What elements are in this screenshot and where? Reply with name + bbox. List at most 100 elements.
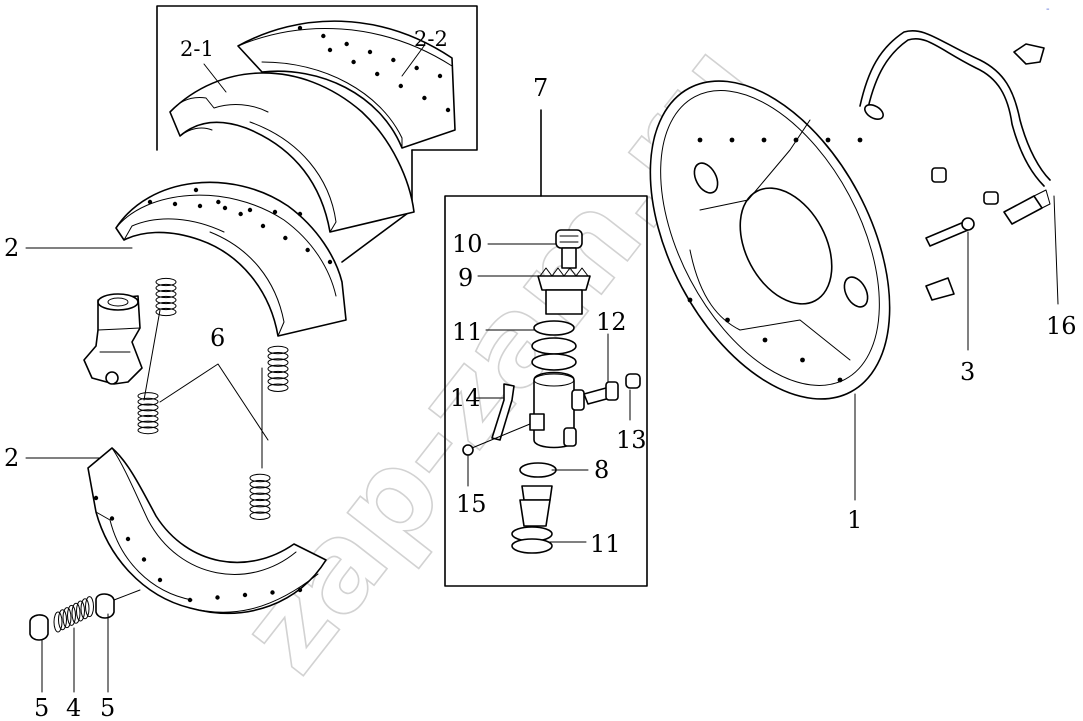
rivet-hole: [344, 41, 349, 47]
cap-13: [625, 373, 641, 389]
rivet-hole: [157, 577, 163, 583]
adjuster-coil-turn: [62, 607, 72, 629]
nut-upper: [931, 167, 947, 183]
rivet-hole: [147, 199, 153, 205]
rivet-hole: [272, 209, 278, 215]
spring-coil: [249, 473, 271, 483]
label-11-lower: 11: [590, 530, 621, 558]
adjuster-cap-right: [95, 593, 115, 619]
inset-box-frame: [156, 5, 478, 151]
adjuster-coil-turn: [58, 609, 67, 631]
corner-mark: -: [1046, 4, 1050, 15]
return-spring-lower-right: [249, 473, 271, 520]
adjuster-coil-turn: [76, 600, 85, 622]
spring-coil: [249, 505, 271, 514]
lever-14: [491, 383, 515, 441]
stud-lower: [925, 277, 955, 301]
mounting-hole: [825, 137, 831, 143]
cylinder-body: [529, 371, 585, 449]
rivet-hole: [297, 587, 303, 593]
spring-coil: [267, 345, 289, 355]
rivet-hole: [297, 25, 303, 31]
adjuster-coil-turn: [80, 598, 90, 620]
spring-coil: [249, 486, 271, 495]
spring-coil: [137, 403, 159, 412]
backing-plate: [649, 80, 891, 400]
rivet-hole: [422, 95, 427, 101]
rivet-hole: [445, 107, 451, 113]
rivet-hole: [305, 247, 310, 253]
label-10: 10: [452, 230, 483, 258]
label-1: 1: [847, 506, 862, 534]
spring-coil: [155, 301, 177, 311]
rivet-hole: [193, 187, 199, 193]
rivet-hole: [391, 57, 396, 63]
mounting-hole: [725, 317, 730, 323]
mounting-hole: [729, 137, 735, 143]
clip-top-right: [1013, 43, 1045, 65]
rivet-hole: [238, 211, 243, 217]
label-16: 16: [1046, 312, 1077, 340]
label-6: 6: [210, 324, 225, 352]
rivet-hole: [321, 33, 326, 39]
piston-8: [519, 462, 557, 527]
label-5-left: 5: [34, 694, 49, 721]
label-2-upper: 2: [4, 234, 19, 262]
rivet-hole: [375, 71, 380, 77]
upper-brake-shoe: [115, 181, 347, 337]
mounting-hole: [800, 357, 805, 363]
brake-pipe: [859, 30, 1051, 225]
label-2-2: 2-2: [414, 27, 448, 51]
adjuster-parts: [29, 589, 141, 641]
spring-coil: [267, 370, 289, 380]
wheel-cylinder: [83, 293, 143, 385]
spring-coil: [249, 480, 271, 489]
label-4: 4: [66, 694, 81, 721]
return-spring-upper-left: [155, 277, 177, 317]
label-3: 3: [960, 358, 975, 386]
rivet-hole: [367, 49, 373, 55]
spring-coil: [249, 492, 271, 502]
spring-coil: [249, 511, 271, 520]
mounting-hole: [793, 137, 799, 143]
label-8: 8: [594, 456, 609, 484]
label-11-upper: 11: [452, 318, 483, 346]
rivet-hole: [187, 597, 193, 603]
spring-coil: [137, 420, 159, 429]
rivet-hole: [297, 211, 303, 217]
spring-coil: [155, 283, 177, 293]
rivet-hole: [437, 73, 443, 79]
spring-coil: [155, 307, 177, 317]
plate-fasteners: [925, 43, 1045, 301]
label-13: 13: [616, 426, 647, 454]
lining-inset: [156, 5, 478, 263]
label-14: 14: [450, 384, 481, 412]
label-5-right: 5: [100, 694, 115, 721]
adjuster-cap-left: [29, 614, 49, 641]
callout-labels: 2 2 2-1 2-2 6 5 4 5 7 10 9 11 12 14 13 8…: [4, 27, 1077, 721]
nut-middle: [983, 191, 999, 205]
spring-coil: [155, 289, 177, 299]
rivet-hole: [351, 59, 356, 65]
rivet-hole: [327, 47, 333, 53]
spring-washer-9: [537, 267, 591, 315]
adjuster-coil-turn: [67, 604, 76, 626]
mounting-hole: [697, 137, 703, 143]
seal-ring-11-upper: [531, 320, 577, 371]
spring-coil: [137, 397, 159, 406]
adjuster-spring: [53, 596, 94, 633]
adjuster-coil-turn: [85, 596, 94, 618]
bolt-head: [961, 217, 975, 231]
return-spring-upper-right: [267, 345, 289, 392]
spring-coil: [155, 277, 177, 287]
seal-ring-11-lower: [511, 526, 553, 554]
spring-coil: [137, 426, 159, 435]
rivet-hole: [283, 235, 288, 241]
screw-15: [462, 423, 531, 456]
rivet-hole: [247, 207, 253, 213]
mounting-hole: [837, 377, 843, 383]
spring-coil: [155, 295, 177, 305]
label-2-1: 2-1: [180, 37, 214, 61]
